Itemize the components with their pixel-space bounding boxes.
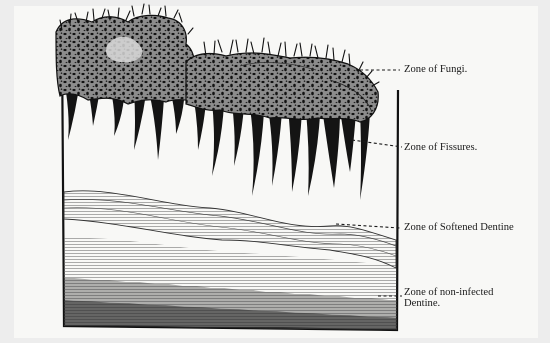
label-zone-of-fungi: Zone of Fungi. <box>404 64 467 75</box>
label-fissures-text: Zone of Fissures. <box>404 142 477 153</box>
leader-fissures <box>352 140 402 147</box>
label-fungi-text: Zone of Fungi. <box>404 64 467 75</box>
label-zone-of-softened-dentine: Zone of Softened Dentine <box>404 222 514 233</box>
label-noninfected-line1: Zone of non-infected <box>404 287 493 298</box>
label-softened-text: Zone of Softened Dentine <box>404 222 514 233</box>
label-zone-of-fissures: Zone of Fissures. <box>404 142 477 153</box>
label-zone-of-non-infected-dentine: Zone of non-infected Dentine. <box>404 287 493 309</box>
label-noninfected-line2: Dentine. <box>404 298 493 309</box>
